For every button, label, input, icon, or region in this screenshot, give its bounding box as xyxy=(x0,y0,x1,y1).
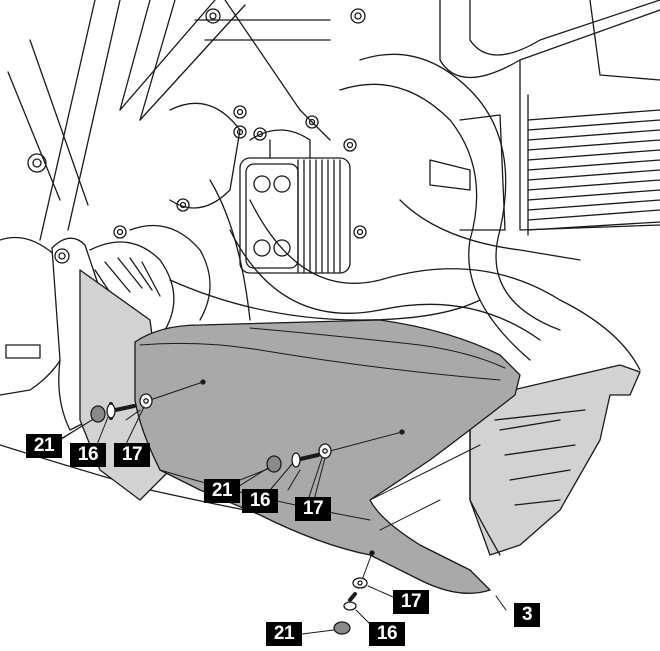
callout-21-washer-bottom: 21 xyxy=(266,622,302,646)
callout-21-washer-middle: 21 xyxy=(204,479,240,503)
leader-lines xyxy=(51,406,507,635)
fastener-set-bottom xyxy=(333,577,368,635)
upper-bodywork xyxy=(439,0,660,231)
fastener-set-left xyxy=(90,393,153,423)
callout-17-washer-left: 17 xyxy=(114,443,150,467)
callout-21-washer-left: 21 xyxy=(26,434,62,458)
frame-tubes xyxy=(7,0,366,241)
exhaust-pipes xyxy=(229,53,641,371)
callout-17-washer-middle: 17 xyxy=(295,497,331,521)
callout-16-bolt-bottom: 16 xyxy=(369,622,405,646)
oil-cooler xyxy=(239,129,351,274)
callout-3-skid-plate: 3 xyxy=(514,603,540,627)
fastener-set-middle xyxy=(266,443,332,473)
callout-17-washer-bottom: 17 xyxy=(393,590,429,614)
callout-16-bolt-left: 16 xyxy=(70,443,106,467)
callout-16-bolt-middle: 16 xyxy=(242,489,278,513)
exploded-view-lines xyxy=(59,381,403,581)
radiator xyxy=(527,94,660,236)
mounting-holes xyxy=(200,379,405,556)
